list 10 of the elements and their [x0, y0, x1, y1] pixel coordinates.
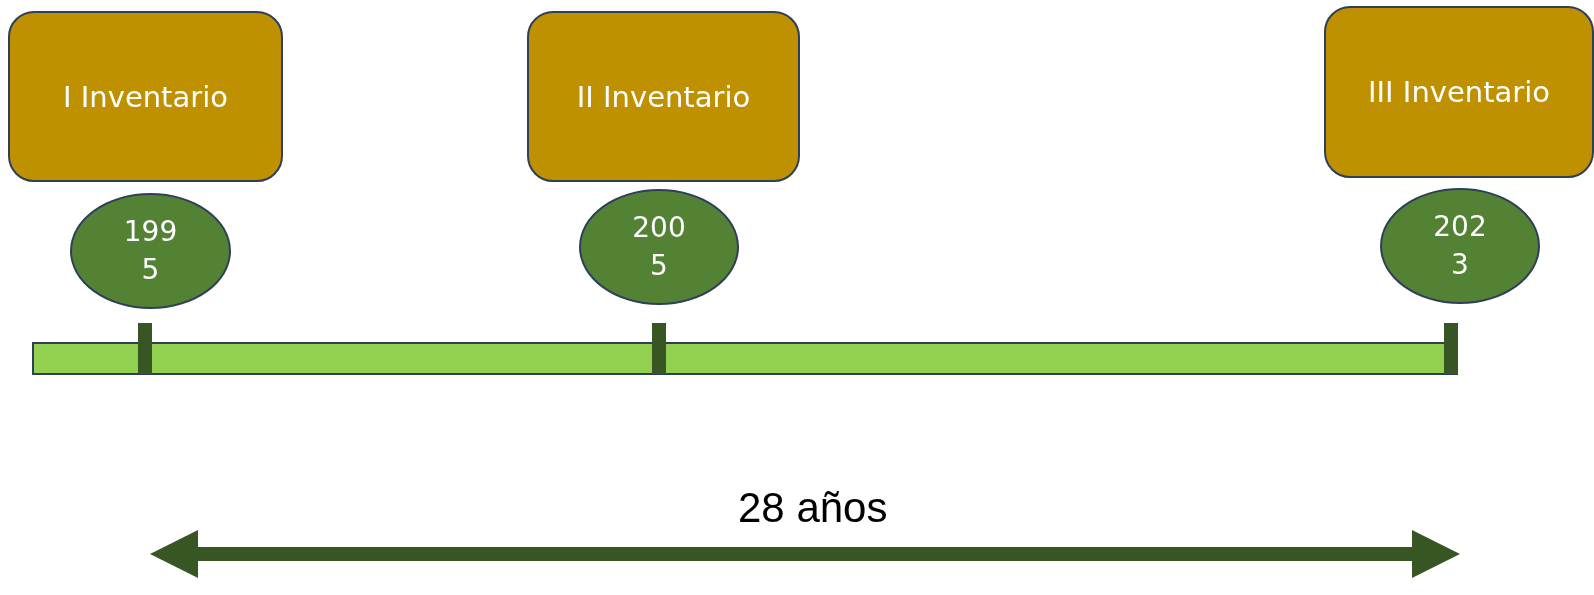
- inventory-box: [1324, 6, 1594, 178]
- year-label: 2023: [1432, 209, 1488, 283]
- inventory-box: [8, 11, 283, 182]
- inventory-label: III Inventario: [1367, 75, 1551, 109]
- inventory-label: I Inventario: [63, 79, 228, 114]
- duration-label: 28 años: [738, 484, 888, 532]
- inventory-label: II Inventario: [576, 79, 751, 114]
- year-label: 1995: [122, 214, 179, 288]
- inventory-box: [527, 11, 800, 182]
- year-label: 2005: [631, 210, 687, 284]
